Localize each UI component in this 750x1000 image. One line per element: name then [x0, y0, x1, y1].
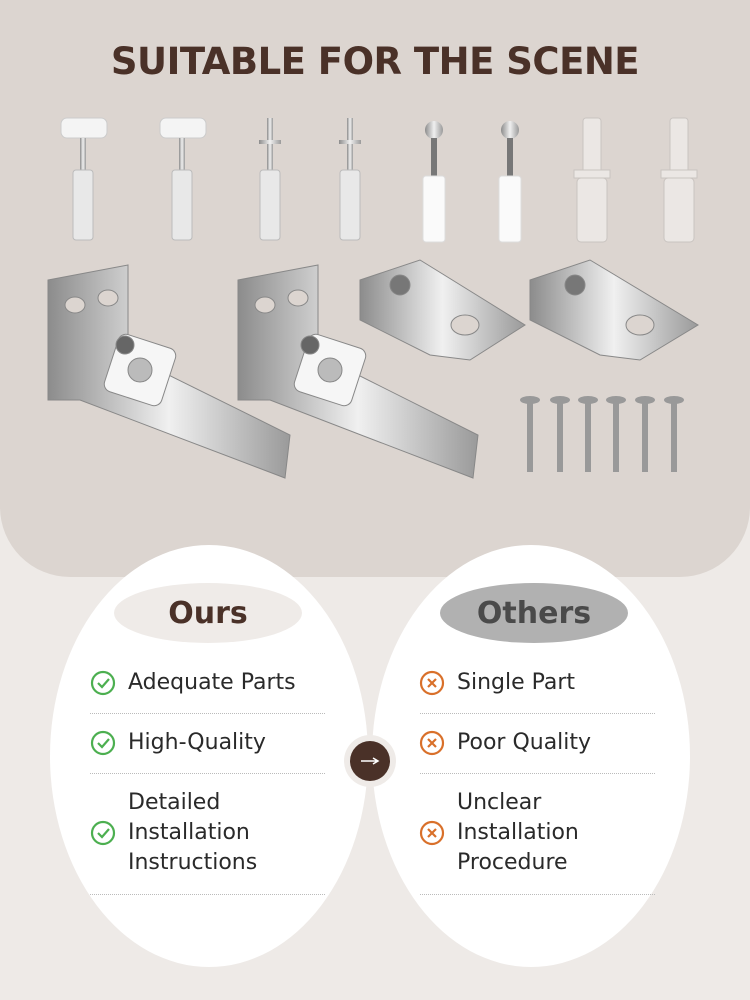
divider-line	[420, 773, 655, 774]
x-circle-icon	[419, 820, 445, 846]
divider-line	[90, 773, 325, 774]
line: Detailed	[128, 790, 221, 815]
others-item: Poor Quality	[419, 728, 654, 758]
line: Procedure	[457, 850, 568, 875]
product-hardware-illustration	[47, 117, 699, 479]
ours-label: Ours	[114, 583, 302, 643]
arrow-right-icon	[361, 757, 380, 765]
divider-line	[90, 894, 325, 895]
ours-item: High-Quality	[90, 728, 325, 758]
l-brackets	[47, 264, 479, 479]
versus-badge	[344, 735, 396, 787]
line: Unclear	[457, 790, 542, 815]
clip-brackets	[359, 259, 699, 361]
item-text: Poor Quality	[457, 730, 592, 755]
line: Installation	[128, 820, 250, 845]
check-circle-icon	[90, 820, 116, 846]
ours-card: Ours Adequate Parts High-Quality Detaile…	[50, 545, 368, 967]
divider-line	[90, 713, 325, 714]
screws	[520, 396, 684, 472]
ours-item: Adequate Parts	[90, 668, 325, 698]
check-circle-icon	[90, 730, 116, 756]
item-text: Single Part	[457, 670, 576, 695]
x-circle-icon	[419, 670, 445, 696]
page-title: SUITABLE FOR THE SCENE	[110, 40, 640, 83]
others-label: Others	[440, 583, 628, 643]
check-circle-icon	[90, 670, 116, 696]
line: Instructions	[128, 850, 258, 875]
item-text: High-Quality	[128, 730, 266, 755]
x-circle-icon	[419, 730, 445, 756]
pins-row	[60, 117, 698, 243]
divider-line	[420, 713, 655, 714]
line: Installation	[457, 820, 579, 845]
others-item: Single Part	[419, 668, 654, 698]
divider-line	[420, 894, 655, 895]
item-text: Adequate Parts	[128, 670, 296, 695]
